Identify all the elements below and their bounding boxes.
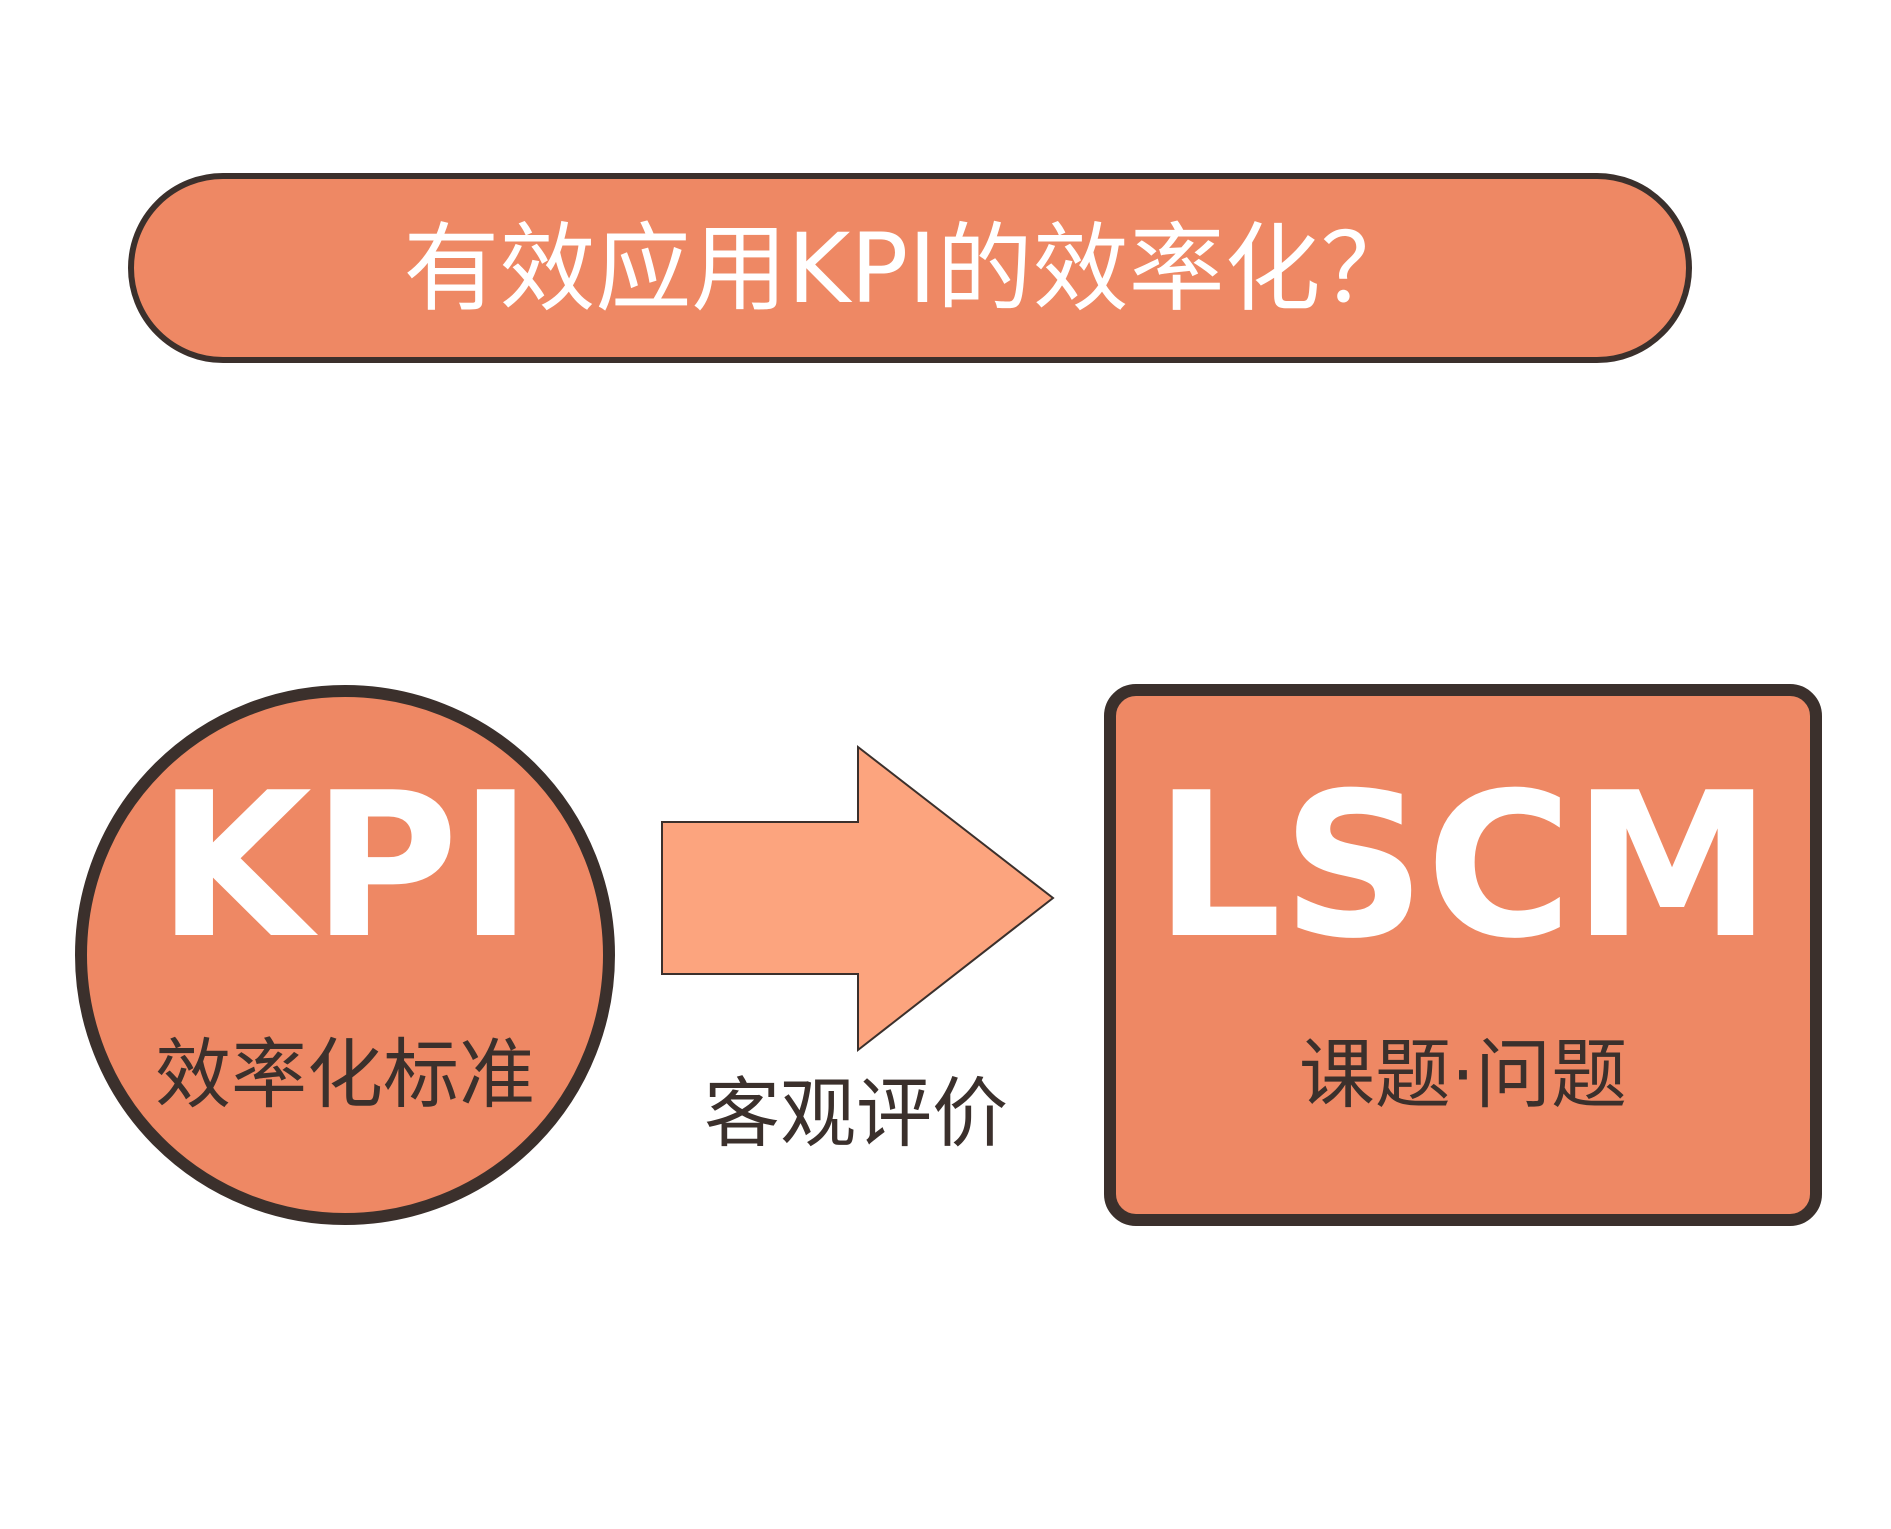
title-pill [128, 173, 1692, 363]
arrow-label: 客观评价 [704, 1069, 1008, 1158]
lscm-box [1104, 684, 1822, 1226]
kpi-label: KPI [157, 750, 533, 983]
lscm-sublabel: 课题·问题 [1299, 1030, 1627, 1119]
arrow-shape [661, 744, 1055, 1053]
title-banner: 有效应用KPI的效率化？ [128, 173, 1692, 363]
kpi-sublabel: 效率化标准 [155, 1030, 535, 1119]
title-text: 有效应用KPI的效率化？ [403, 213, 1416, 325]
flow-arrow: 客观评价 [661, 744, 1055, 1158]
lscm-node: LSCM 课题·问题 [1104, 684, 1822, 1226]
kpi-circle [75, 685, 615, 1225]
lscm-label: LSCM [1154, 750, 1771, 983]
kpi-node: KPI 效率化标准 [75, 685, 615, 1225]
